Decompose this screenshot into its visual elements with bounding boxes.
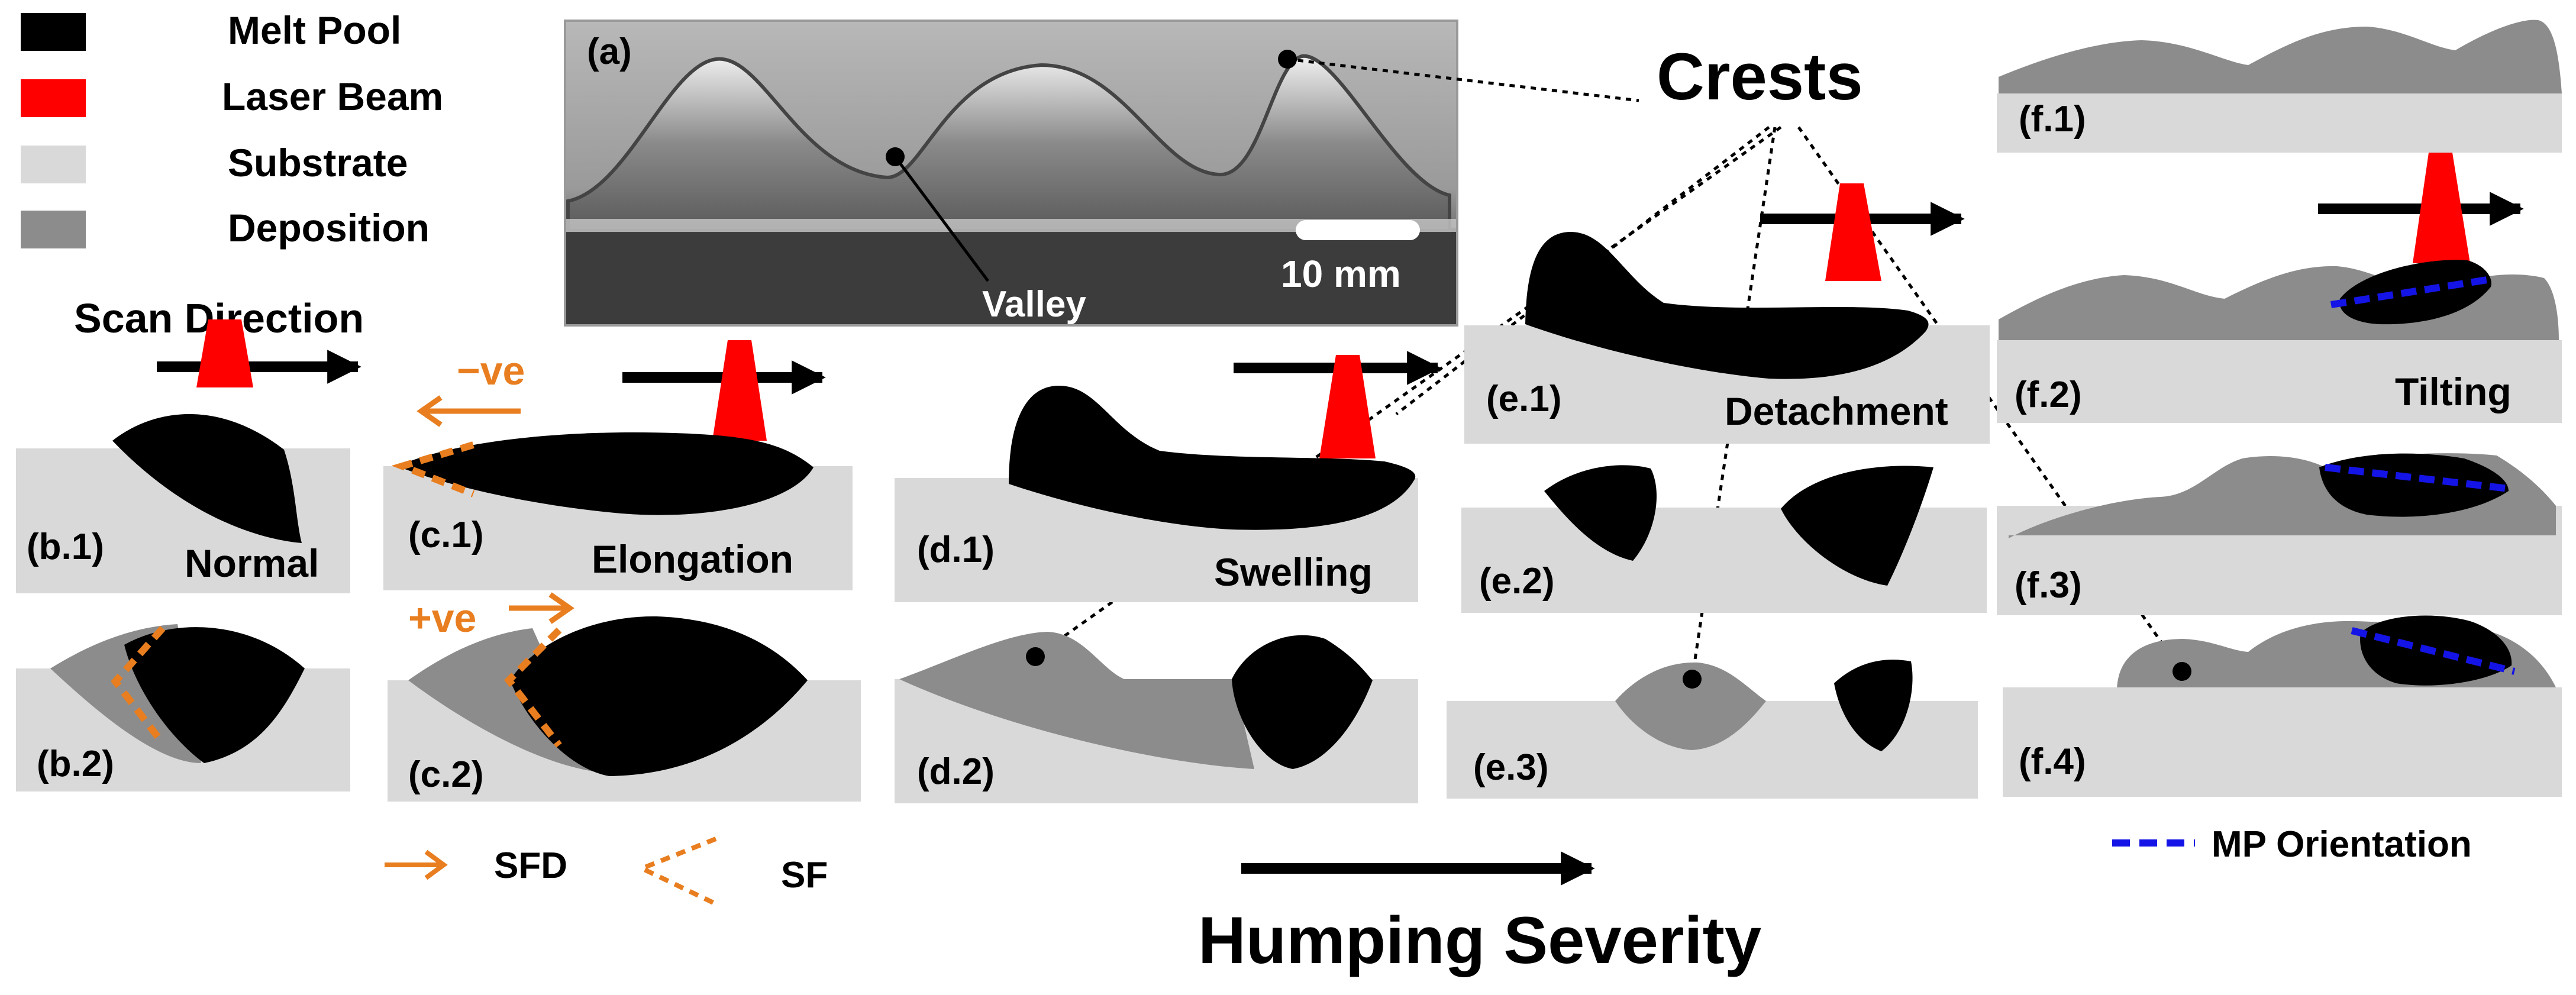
shape-factor-c1: [391, 441, 475, 498]
legend-melt-pool-swatch: [21, 13, 86, 51]
normal-label: Normal: [185, 541, 319, 585]
panel-e2-label: (e.2): [1479, 561, 1554, 602]
panel-c1: −ve (c.1) Elongation: [383, 340, 853, 590]
photo-humps: [566, 54, 1451, 232]
panel-b1-label: (b.1): [27, 526, 104, 567]
melt-pool-f3: [2319, 453, 2509, 517]
deposition-e3: [1615, 662, 1766, 750]
panel-c2: +ve (c.2): [388, 592, 861, 802]
legend-laser-beam-swatch: [21, 79, 86, 117]
panel-e2: (e.2): [1461, 465, 1987, 613]
panel-f1-label: (f.1): [2019, 99, 2086, 140]
mp-orientation-f3: [2325, 464, 2509, 492]
crest-point-f4: [2173, 662, 2191, 681]
legend: Melt Pool Laser Beam Substrate Depositio…: [21, 8, 443, 250]
legend-melt-pool-label: Melt Pool: [228, 8, 401, 52]
mp-orientation-f2: [2330, 276, 2491, 308]
melt-pool-b1: [112, 414, 302, 543]
panel-f3-label: (f.3): [2015, 565, 2082, 606]
humping-severity-label: Humping Severity: [1198, 903, 1761, 977]
neg-ve-label: −ve: [457, 348, 525, 393]
panel-b2-label: (b.2): [37, 744, 114, 784]
panel-f2: (f.2) Tilting: [1997, 153, 2562, 423]
melt-pool-e1: [1525, 232, 1929, 379]
laser-beam-c1: [712, 340, 767, 441]
panel-e3: (e.3): [1447, 660, 1978, 799]
laser-beam-e1: [1825, 183, 1881, 281]
legend-substrate-swatch: [21, 146, 86, 183]
scale-bar: [1296, 220, 1420, 240]
valley-label: Valley: [982, 284, 1086, 325]
mp-orientation-legend: MP Orientation: [2112, 824, 2472, 865]
shape-factor-legend: SFD SF: [385, 836, 828, 906]
melt-pool-e2b: [1781, 466, 1933, 586]
panel-f3: (f.3): [1997, 453, 2562, 615]
melt-pool-e3: [1834, 660, 1913, 751]
panel-f2-label: (f.2): [2015, 374, 2082, 415]
melt-pool-f4: [2360, 615, 2512, 686]
shape-factor-c2: [504, 627, 562, 748]
crest-point-d2: [1026, 647, 1045, 666]
sf-label: SF: [781, 855, 828, 896]
melt-pool-d1: [1009, 386, 1416, 530]
photo-panel-a: (a) Valley 10 mm: [564, 20, 1458, 327]
melt-pool-b2: [124, 627, 305, 763]
deposition-d2: [899, 632, 1254, 769]
deposition-f1: [1999, 20, 2562, 94]
panel-b2: (b.2): [16, 624, 350, 792]
pos-ve-label: +ve: [408, 596, 476, 641]
crests-label: Crests: [1657, 40, 1863, 114]
swelling-label: Swelling: [1214, 550, 1373, 594]
panel-f4-label: (f.4): [2019, 741, 2086, 782]
elongation-label: Elongation: [592, 537, 793, 581]
melt-pool-c2: [510, 616, 808, 776]
tilting-label: Tilting: [2395, 370, 2512, 413]
mp-orientation-f4: [2351, 627, 2516, 675]
detachment-label: Detachment: [1725, 389, 1948, 433]
shape-factor-b2: [111, 626, 166, 742]
legend-substrate-label: Substrate: [228, 141, 408, 185]
panel-d1: (d.1) Swelling: [895, 351, 1441, 602]
legend-deposition-swatch: [21, 211, 86, 248]
panel-d2: (d.2): [895, 632, 1418, 803]
panel-e1-label: (e.1): [1486, 379, 1561, 419]
legend-laser-beam-label: Laser Beam: [222, 75, 443, 118]
scale-label: 10 mm: [1281, 253, 1401, 295]
panel-b1: (b.1) Normal: [16, 319, 361, 593]
mp-orientation-label: MP Orientation: [2212, 824, 2472, 865]
panel-a-label: (a): [587, 31, 632, 72]
melt-pool-e2a: [1544, 465, 1657, 561]
panel-e1: (e.1) Detachment: [1464, 183, 1990, 444]
panel-d1-label: (d.1): [917, 529, 995, 570]
crest-point-e3: [1683, 670, 1702, 689]
melt-pool-c1: [398, 432, 814, 515]
laser-beam-b1: [196, 319, 253, 387]
panel-e3-label: (e.3): [1473, 747, 1548, 788]
melt-pool-d2: [1232, 635, 1373, 769]
panel-d2-label: (d.2): [917, 751, 995, 792]
panel-c1-label: (c.1): [408, 515, 483, 555]
panel-c2-label: (c.2): [408, 754, 483, 795]
sfd-label: SFD: [494, 845, 567, 886]
panel-f1: (f.1): [1997, 20, 2562, 153]
legend-deposition-label: Deposition: [228, 206, 430, 250]
laser-beam-f2: [2413, 153, 2470, 263]
panel-f4: (f.4): [2003, 615, 2562, 797]
laser-beam-d1: [1319, 355, 1376, 458]
